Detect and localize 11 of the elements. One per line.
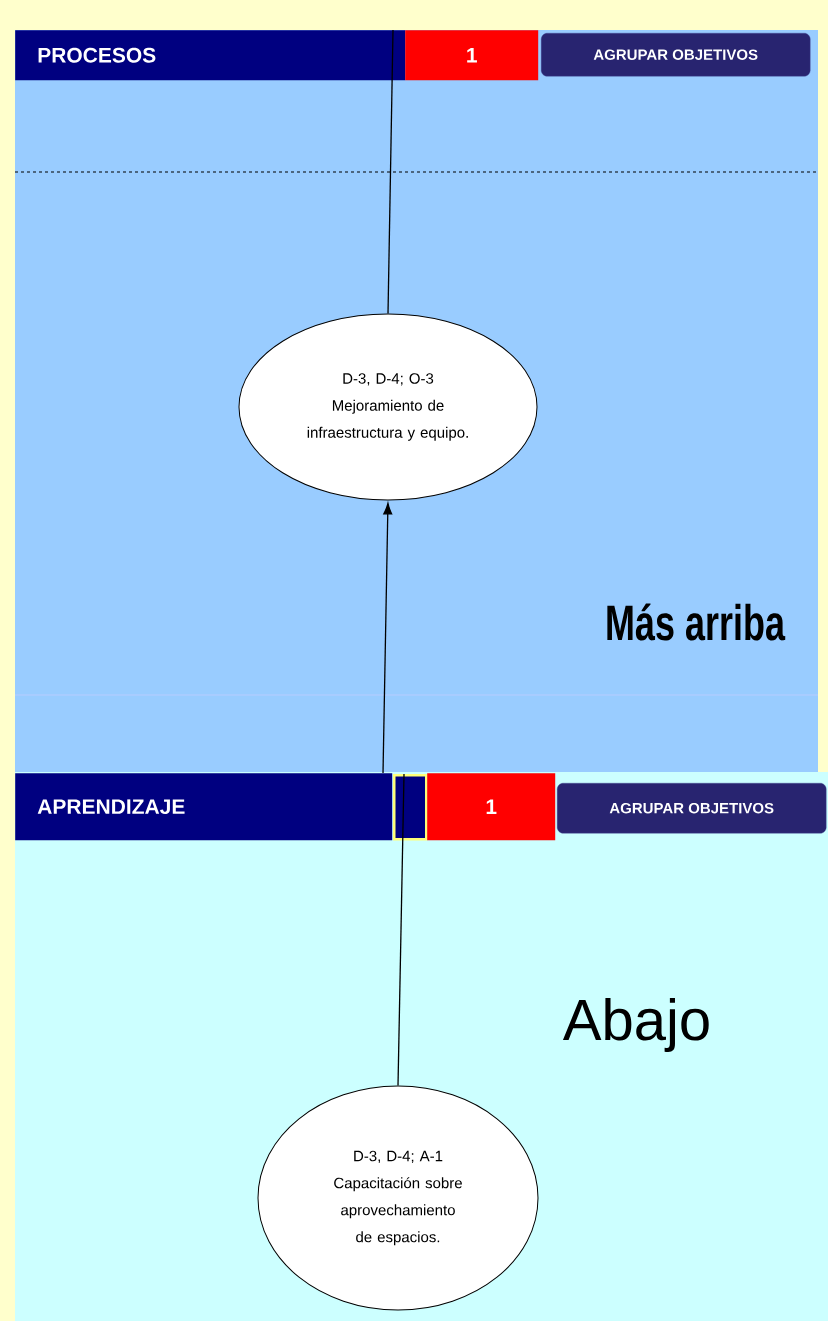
connector-line bbox=[382, 502, 393, 774]
note-text: Abajo bbox=[562, 997, 709, 1053]
selection-box bbox=[393, 774, 428, 841]
count-box: 1 bbox=[405, 30, 539, 81]
count-box: 1 bbox=[427, 773, 556, 841]
header-bar: PROCESOS bbox=[15, 30, 406, 81]
group-button: AGRUPAR OBJETIVOS bbox=[541, 33, 811, 77]
group-button: AGRUPAR OBJETIVOS bbox=[557, 783, 827, 834]
connector-line bbox=[397, 773, 405, 1087]
connector-line bbox=[387, 29, 394, 315]
note-text: Más arriba bbox=[607, 603, 786, 641]
